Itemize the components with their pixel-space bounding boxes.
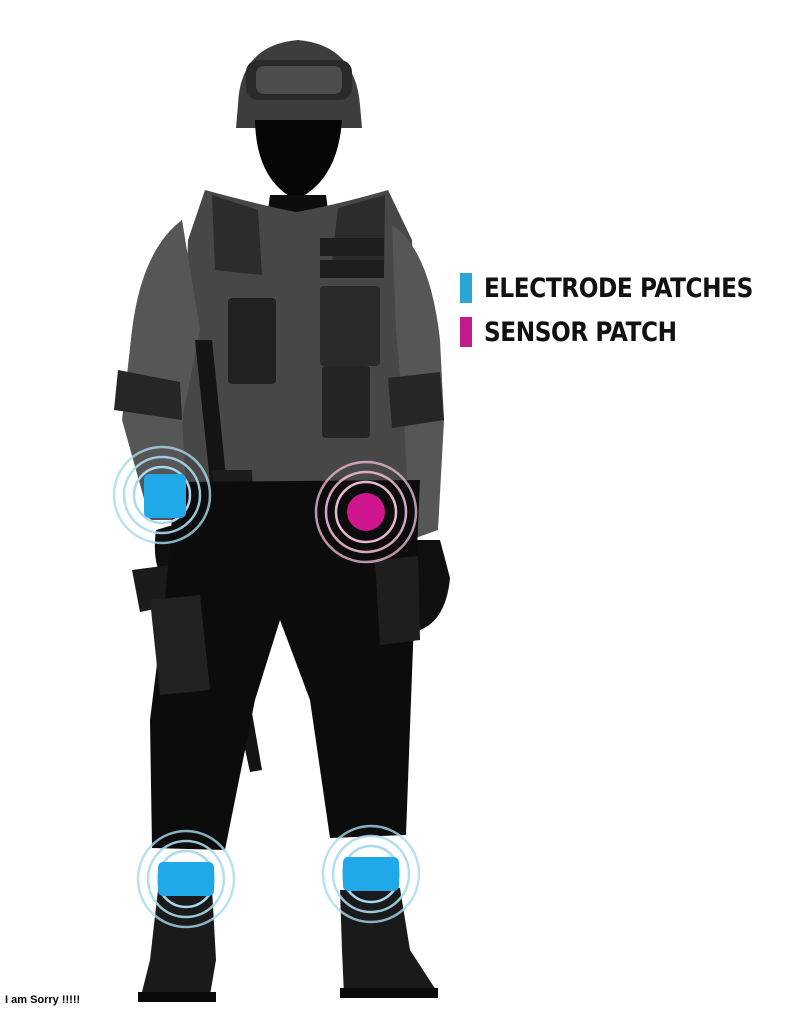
legend-label-sensor: SENSOR PATCH <box>484 317 677 348</box>
legend: ELECTRODE PATCHES SENSOR PATCH <box>460 272 797 360</box>
helmet <box>236 40 362 128</box>
legend-item-electrode: ELECTRODE PATCHES <box>460 272 797 304</box>
sensor-swatch <box>460 317 472 347</box>
trousers <box>150 480 420 850</box>
legend-label-electrode: ELECTRODE PATCHES <box>484 273 753 304</box>
legend-item-sensor: SENSOR PATCH <box>460 316 797 348</box>
electrode-swatch <box>460 273 472 303</box>
caption-text: I am Sorry !!!!! <box>3 993 82 1007</box>
